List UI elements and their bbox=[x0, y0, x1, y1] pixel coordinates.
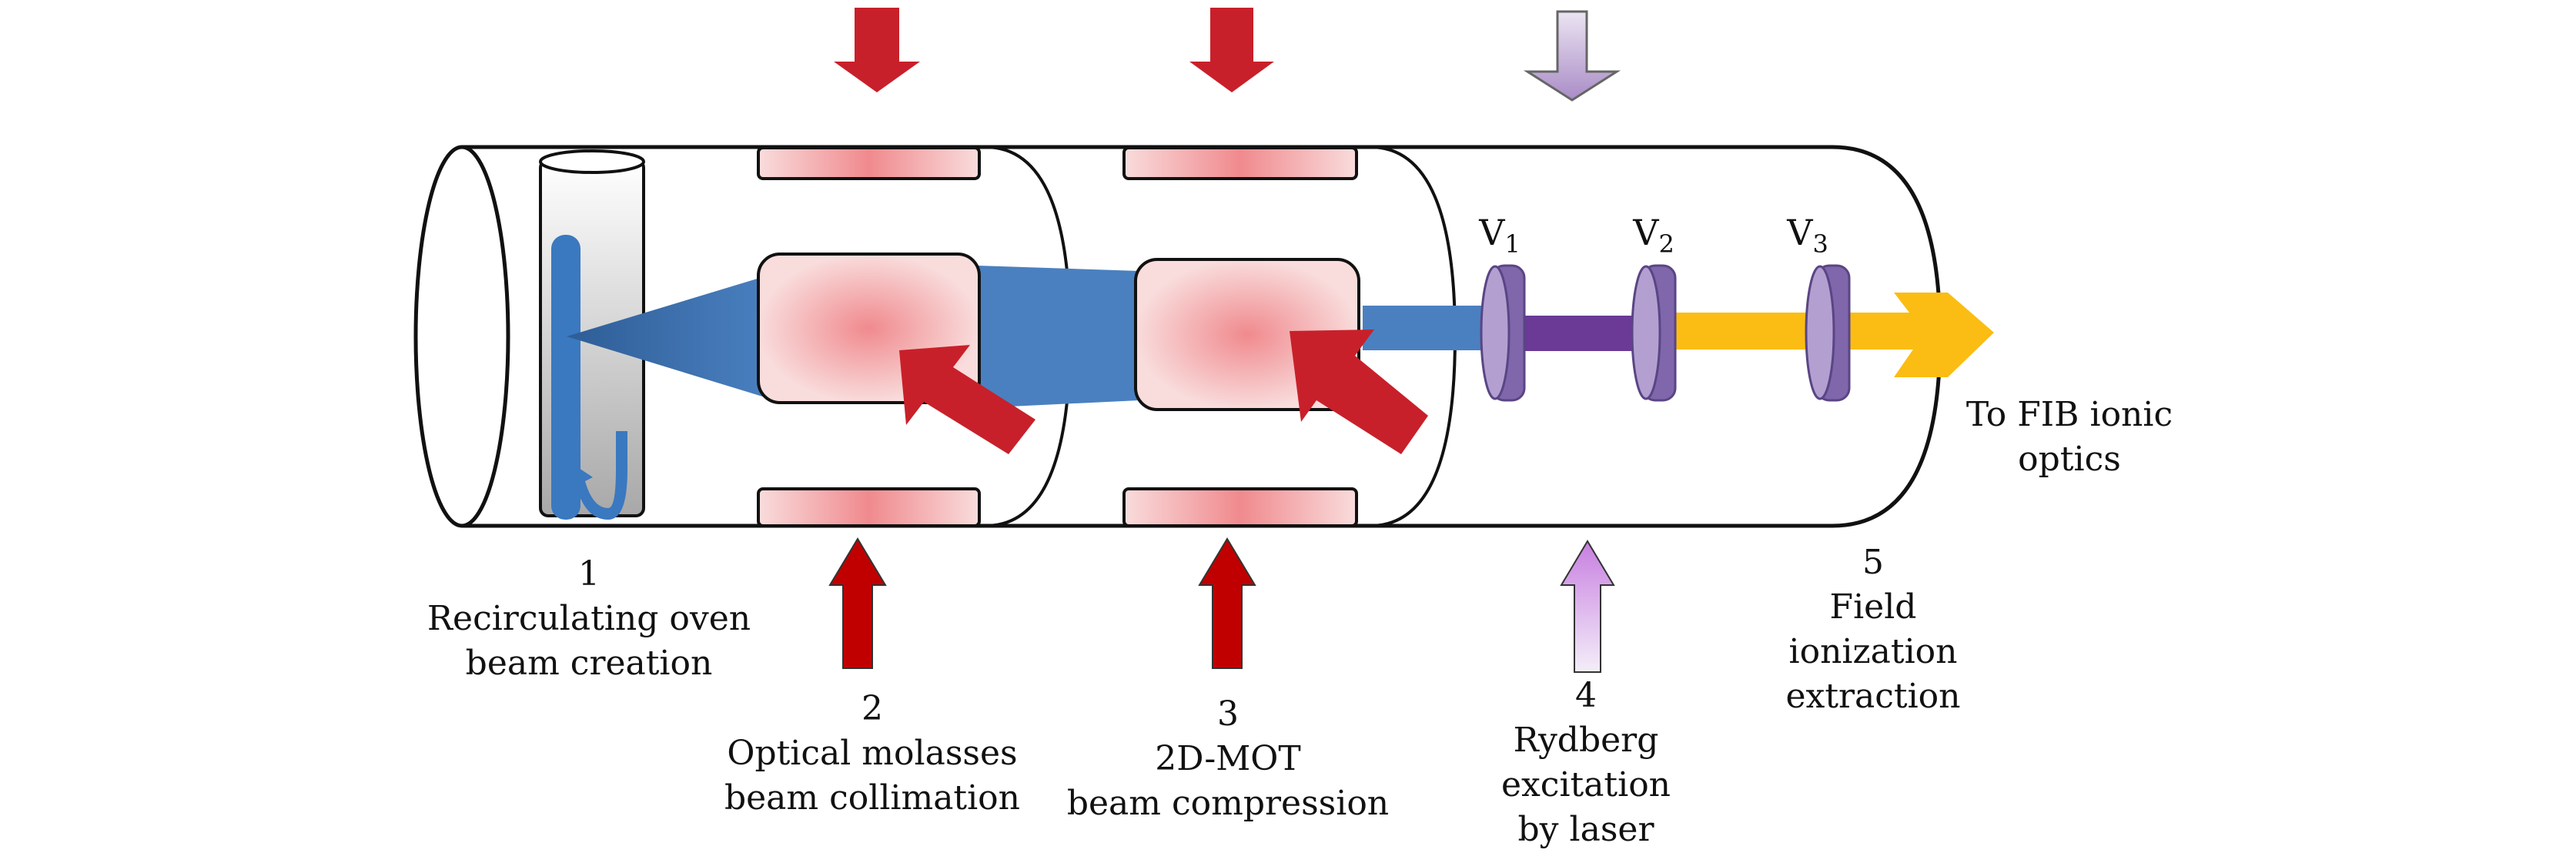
tube-left-end bbox=[413, 145, 510, 528]
stage-3-line-1: 2D-MOT bbox=[1155, 739, 1300, 778]
atom-beam-collimated bbox=[978, 266, 1139, 408]
output-label-line-2: optics bbox=[2018, 440, 2121, 479]
stage-1-number: 1 bbox=[578, 554, 600, 594]
electrode-v3 bbox=[1805, 264, 1851, 402]
recirculation-arrow-icon bbox=[568, 431, 627, 520]
rydberg-atom-beam bbox=[1509, 316, 1655, 351]
rydberg-laser-top-arrow bbox=[1523, 10, 1621, 102]
rydberg-laser-bottom-arrow bbox=[1560, 540, 1615, 673]
molasses-region bbox=[757, 8, 1035, 669]
electrode-label-v1: V1 bbox=[1478, 212, 1521, 259]
ion-beam-output-arrow bbox=[1894, 293, 1994, 377]
cooling-laser-top-arrow-2 bbox=[1189, 8, 1274, 92]
stage-5-number: 5 bbox=[1862, 543, 1884, 582]
stage-4-line-1: Rydberg bbox=[1514, 721, 1659, 760]
stage-2-line-2: beam collimation bbox=[724, 778, 1020, 818]
cooling-laser-diagonal-arrow-2 bbox=[1290, 329, 1428, 454]
oven-nozzle bbox=[551, 235, 580, 520]
stage-2-line-1: Optical molasses bbox=[727, 734, 1017, 773]
stage-5-line-1: Field bbox=[1830, 587, 1917, 627]
mot-plate-bottom bbox=[1122, 487, 1358, 527]
electrode-v2 bbox=[1631, 264, 1677, 402]
mot-region bbox=[1122, 8, 1428, 669]
stage-3-number: 3 bbox=[1217, 694, 1239, 734]
stage-2-number: 2 bbox=[861, 689, 883, 728]
electrode-label-v3: V3 bbox=[1786, 212, 1828, 259]
stage-3-line-2: beam compression bbox=[1067, 784, 1389, 823]
cooling-laser-bottom-arrow-2 bbox=[1198, 537, 1256, 669]
stage-4-line-3: by laser bbox=[1518, 810, 1655, 849]
molasses-plate-bottom bbox=[757, 487, 981, 527]
output-label-line-1: To FIB ionic bbox=[1966, 395, 2173, 434]
ion-beam bbox=[1655, 313, 1825, 350]
stage-5-line-2: ionization bbox=[1789, 632, 1958, 671]
cooling-laser-top-arrow-1 bbox=[834, 8, 920, 92]
atom-beam-cone bbox=[567, 275, 770, 399]
stage-4-line-2: excitation bbox=[1501, 765, 1671, 804]
stage-1-line-2: beam creation bbox=[466, 644, 713, 683]
electrode-label-v2: V2 bbox=[1632, 212, 1674, 259]
molasses-plate-top bbox=[757, 146, 981, 180]
stage-1-line-1: Recirculating oven bbox=[427, 599, 751, 638]
stage-5-line-3: extraction bbox=[1785, 677, 1960, 716]
cooling-laser-diagonal-arrow-1 bbox=[899, 345, 1035, 454]
electrode-v1 bbox=[1480, 264, 1526, 402]
mot-plate-top bbox=[1122, 146, 1358, 180]
rydberg-region bbox=[1509, 10, 1994, 673]
oven-top bbox=[539, 149, 645, 174]
cooling-laser-bottom-arrow-1 bbox=[828, 537, 887, 669]
stage-4-number: 4 bbox=[1575, 676, 1597, 715]
